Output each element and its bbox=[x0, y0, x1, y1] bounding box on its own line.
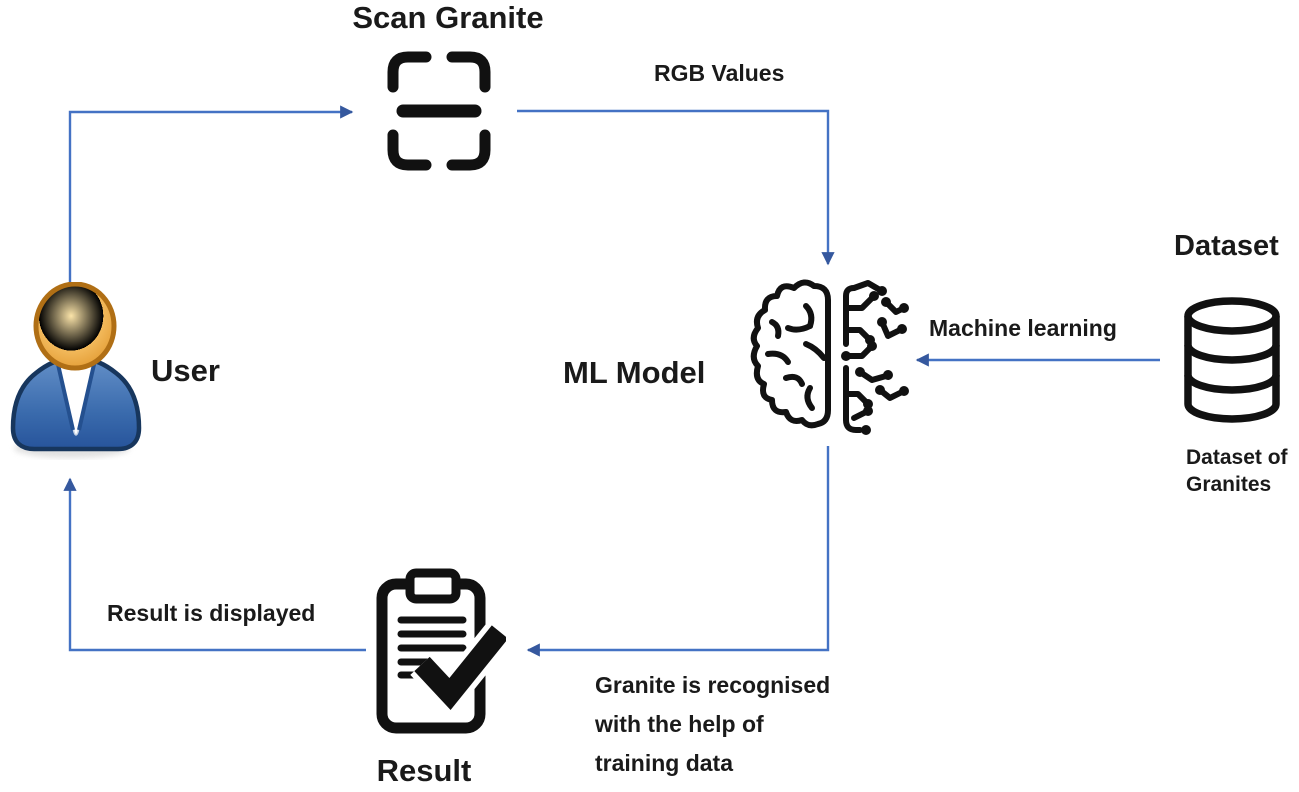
granite-recognised-line1: Granite is recognised bbox=[595, 672, 831, 698]
scan-node-label: Scan Granite bbox=[352, 0, 544, 35]
clipboard-check-icon bbox=[376, 568, 506, 734]
person-icon bbox=[10, 282, 142, 458]
circuit-dots bbox=[841, 286, 909, 435]
machine-learning-label: Machine learning bbox=[929, 315, 1117, 341]
result-displayed-label: Result is displayed bbox=[107, 600, 316, 626]
dataset-caption: Dataset of Granites bbox=[1186, 444, 1288, 498]
result-label: Result bbox=[376, 753, 472, 788]
dataset-caption-line2: Granites bbox=[1186, 473, 1272, 496]
granite-recognised-line3: training data bbox=[595, 750, 734, 776]
arrow-ml-to-result bbox=[526, 446, 830, 657]
checkmark bbox=[414, 625, 506, 711]
granite-recognised-label: Granite is recognised with the help of t… bbox=[595, 666, 875, 783]
database-icon bbox=[1184, 297, 1280, 423]
dataset-caption-line1: Dataset of bbox=[1186, 446, 1288, 469]
scan-frame-icon bbox=[387, 51, 491, 171]
brain-circuit-icon bbox=[750, 279, 909, 435]
rgb-values-label: RGB Values bbox=[654, 60, 785, 86]
user-label: User bbox=[151, 353, 220, 388]
arrow-result-to-user bbox=[63, 477, 366, 652]
person-head bbox=[33, 282, 117, 371]
ml-model-label: ML Model bbox=[563, 355, 706, 390]
arrow-user-to-scan bbox=[68, 105, 354, 284]
granite-recognised-line2: with the help of bbox=[595, 711, 764, 737]
dataset-title: Dataset bbox=[1174, 230, 1279, 262]
arrow-scan-to-ml bbox=[517, 109, 835, 266]
